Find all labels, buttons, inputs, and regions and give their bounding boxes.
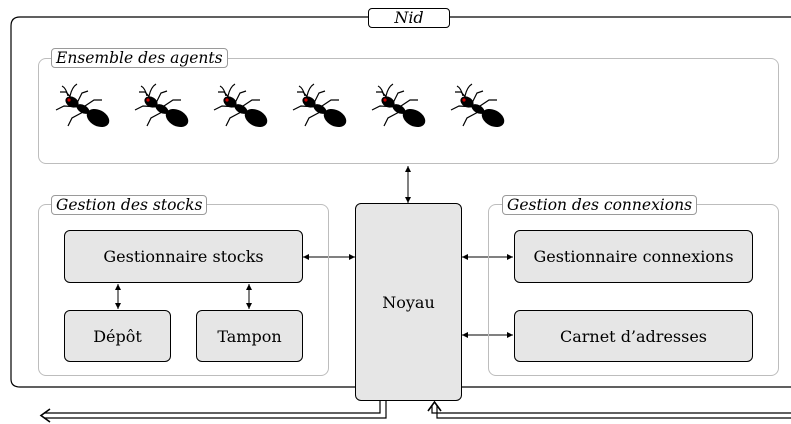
connexions-title: Gestion des connexions xyxy=(502,195,698,215)
agents-frame xyxy=(38,58,779,164)
nest-title: Nid xyxy=(368,8,450,28)
stocks-title: Gestion des stocks xyxy=(51,195,208,215)
connexion-manager-box[interactable]: Gestionnaire connexions xyxy=(514,230,753,283)
buffer-box[interactable]: Tampon xyxy=(196,310,303,362)
output-double-arrow xyxy=(39,401,387,423)
stock-manager-box[interactable]: Gestionnaire stocks xyxy=(64,230,303,283)
depot-box[interactable]: Dépôt xyxy=(64,310,171,362)
core-box[interactable]: Noyau xyxy=(355,203,462,401)
input-double-arrow xyxy=(427,400,791,419)
agents-title: Ensemble des agents xyxy=(51,48,228,68)
address-book-box[interactable]: Carnet d’adresses xyxy=(514,310,753,362)
nest-frame xyxy=(10,16,791,388)
